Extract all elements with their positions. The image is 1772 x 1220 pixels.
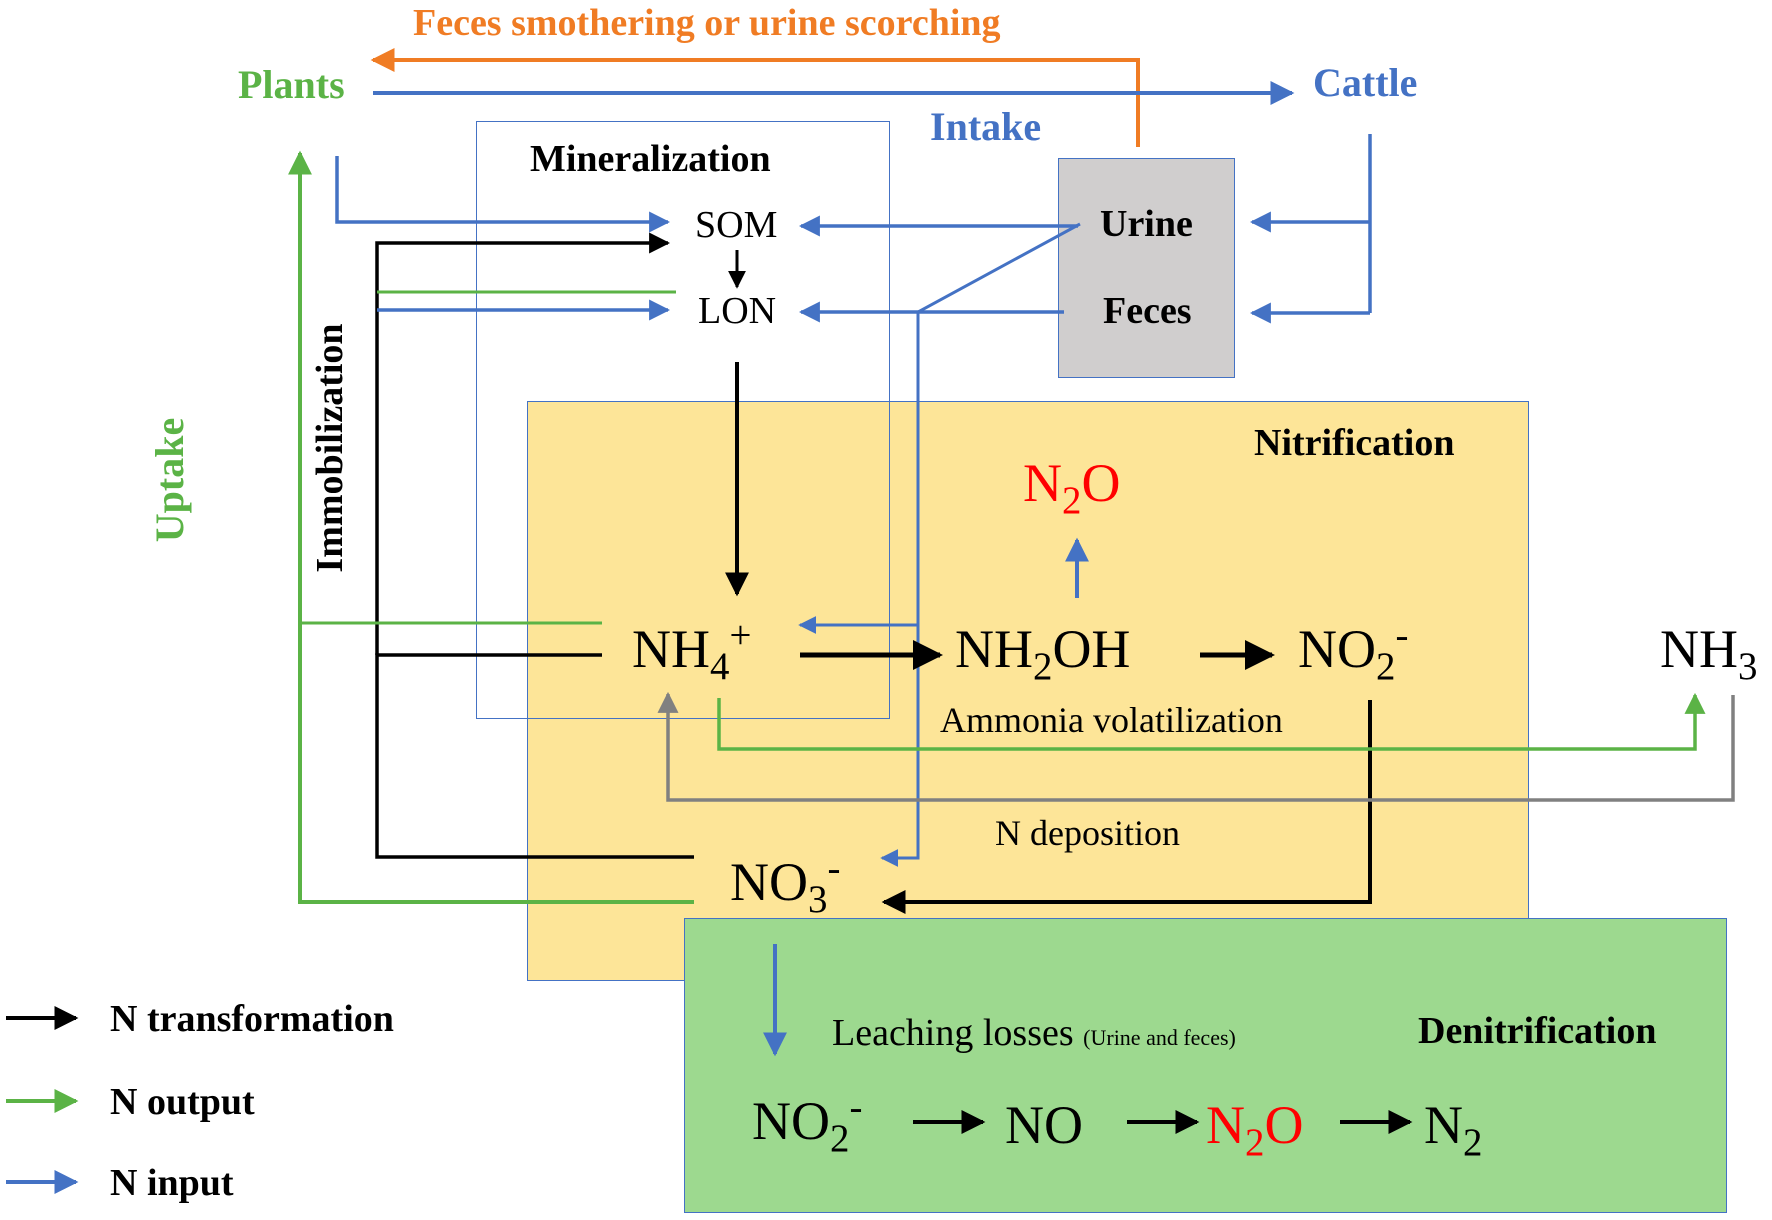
cattle-label: Cattle — [1313, 60, 1418, 105]
n2o-nitrification: N2O — [1023, 453, 1121, 520]
den-n2-subscript: 2 — [1463, 1120, 1483, 1164]
den-no2-base: NO — [752, 1091, 830, 1151]
den-no2-subscript: 2 — [830, 1116, 850, 1160]
excreta-box — [1058, 158, 1235, 378]
arrow-volatilization — [717, 692, 1706, 751]
feces-label: Feces — [1103, 290, 1192, 332]
den-n2-base: N — [1424, 1095, 1463, 1155]
den-no2-species: NO2- — [752, 1088, 862, 1158]
nitrification-box — [527, 401, 1529, 981]
denitrification-label: Denitrification — [1418, 1010, 1657, 1052]
n-deposition-label: N deposition — [995, 813, 1180, 853]
mineralization-box — [476, 121, 890, 719]
no3-base: NO — [730, 852, 808, 912]
no2-base: NO — [1298, 619, 1376, 679]
leaching-note: (Urine and feces) — [1083, 1025, 1236, 1050]
nh2oh-base: NH — [955, 619, 1033, 679]
arrow-no2-no3 — [881, 700, 1372, 914]
arrow-uptake — [288, 150, 694, 904]
no3-subscript: 3 — [808, 877, 828, 921]
den-no-species: NO — [1005, 1098, 1083, 1152]
nh4-subscript: 4 — [710, 644, 730, 688]
plants-label: Plants — [238, 62, 345, 107]
denitrification-box — [684, 918, 1727, 1213]
no2-charge: - — [1395, 614, 1409, 657]
legend-output-label: N output — [110, 1081, 255, 1123]
no3-charge: - — [827, 847, 841, 890]
arrow-plants-som — [335, 156, 671, 233]
arrow-deposition — [657, 691, 1735, 802]
n2o-base: N — [1023, 453, 1062, 513]
lon-label: LON — [698, 290, 777, 332]
leaching-main: Leaching losses — [832, 1012, 1074, 1054]
nh3-subscript: 3 — [1738, 644, 1758, 688]
n2o-subscript: 2 — [1062, 478, 1082, 522]
arrow-smothering-loss — [370, 48, 1140, 147]
uptake-label: Uptake — [147, 417, 192, 543]
den-n2o-species: N2O — [1206, 1095, 1304, 1162]
urine-label: Urine — [1100, 203, 1193, 245]
legend-input-label: N input — [110, 1162, 234, 1204]
nh4-charge: + — [729, 614, 752, 657]
den-n2o-subscript: 2 — [1245, 1120, 1265, 1164]
legend-transformation-label: N transformation — [110, 998, 394, 1040]
intake-label: Intake — [930, 104, 1042, 149]
leaching-label: Leaching losses (Urine and feces) — [832, 1014, 1236, 1052]
immobilization-label: Immobilization — [309, 323, 351, 573]
nitrification-label: Nitrification — [1254, 422, 1455, 464]
top-loss-label: Feces smothering or urine scorching — [413, 2, 1001, 44]
n2o-tail: O — [1081, 453, 1121, 513]
den-no2-charge: - — [849, 1086, 863, 1129]
den-n2o-tail: O — [1264, 1095, 1304, 1155]
som-label: SOM — [695, 204, 778, 246]
arrow-urine-nh4 — [798, 222, 1081, 634]
nh4-base: NH — [632, 619, 710, 679]
no3-species: NO3- — [730, 849, 840, 919]
nh4-species: NH4+ — [632, 616, 751, 686]
nh2oh-subscript: 2 — [1033, 644, 1053, 688]
arrow-immobilization — [375, 653, 694, 859]
ammonia-volatilization-label: Ammonia volatilization — [940, 700, 1283, 740]
den-n2o-base: N — [1206, 1095, 1245, 1155]
nh2oh-tail: OH — [1052, 619, 1131, 679]
mineralization-label: Mineralization — [530, 138, 771, 180]
no2-subscript: 2 — [1376, 644, 1396, 688]
nh3-species: NH3 — [1660, 619, 1757, 686]
den-n2-species: N2 — [1424, 1095, 1482, 1162]
den-no-base: NO — [1005, 1095, 1083, 1155]
arrow-urine-no3 — [880, 625, 920, 867]
nh2oh-species: NH2OH — [955, 619, 1131, 686]
no2-species: NO2- — [1298, 616, 1408, 686]
nh3-base: NH — [1660, 619, 1738, 679]
